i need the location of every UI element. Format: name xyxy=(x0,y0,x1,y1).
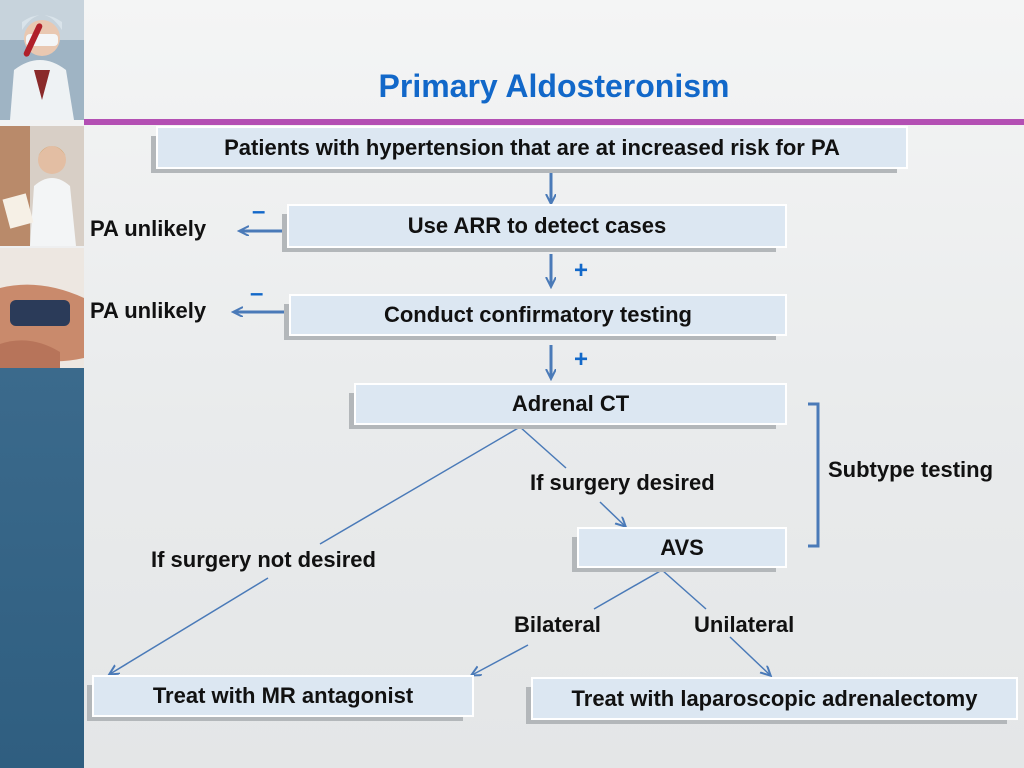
box-mr-antagonist-label: Treat with MR antagonist xyxy=(152,683,414,708)
box-use-arr: Use ARR to detect cases xyxy=(287,204,787,248)
box-use-arr-label: Use ARR to detect cases xyxy=(407,213,667,238)
box-adrenal-ct: Adrenal CT xyxy=(354,383,787,425)
blood-pressure-cuff-image xyxy=(0,248,84,368)
line-ct-to-surgery-desired xyxy=(519,426,567,469)
arrow-surgery-desired-to-avs xyxy=(599,501,625,526)
label-if-surgery-desired: If surgery desired xyxy=(530,470,715,495)
subtype-testing-bracket xyxy=(808,402,820,548)
label-pa-unlikely-2: PA unlikely xyxy=(90,298,207,323)
box-confirmatory-testing-label: Conduct confirmatory testing xyxy=(383,302,692,327)
sidebar-photo-strip xyxy=(0,0,84,768)
sign-plus-confirm: + xyxy=(574,346,589,373)
sign-minus-confirm: – xyxy=(250,280,264,307)
line-ct-to-not-desired xyxy=(319,426,521,545)
page-title: Primary Aldosteronism xyxy=(378,68,730,104)
title-divider xyxy=(84,119,1024,125)
box-confirmatory-testing: Conduct confirmatory testing xyxy=(289,294,787,336)
doctor-with-clipboard-image xyxy=(0,126,84,246)
label-bilateral: Bilateral xyxy=(514,612,601,637)
arrow-not-desired-to-mr xyxy=(110,577,269,674)
box-laparoscopic-adrenalectomy: Treat with laparoscopic adrenalectomy xyxy=(531,677,1018,720)
box-avs: AVS xyxy=(577,527,787,568)
line-avs-to-unilateral xyxy=(661,569,707,610)
label-pa-unlikely-1: PA unlikely xyxy=(90,216,207,241)
label-unilateral: Unilateral xyxy=(694,612,795,637)
arrow-bilateral-to-mr xyxy=(472,644,529,675)
label-if-surgery-not-desired: If surgery not desired xyxy=(151,547,376,572)
line-avs-to-bilateral xyxy=(593,569,663,610)
box-avs-label: AVS xyxy=(660,534,704,560)
box-patients-at-risk-label: Patients with hypertension that are at i… xyxy=(224,134,840,160)
arrow-unilateral-to-lap xyxy=(729,636,770,675)
box-mr-antagonist: Treat with MR antagonist xyxy=(92,675,474,717)
box-patients-at-risk: Patients with hypertension that are at i… xyxy=(156,126,908,169)
box-laparoscopic-adrenalectomy-label: Treat with laparoscopic adrenalectomy xyxy=(571,685,978,711)
label-subtype-testing: Subtype testing xyxy=(828,457,994,482)
doctor-photo-image xyxy=(0,0,84,120)
box-adrenal-ct-label: Adrenal CT xyxy=(511,391,630,416)
sign-minus-arr: – xyxy=(252,198,266,225)
sign-plus-arr: + xyxy=(574,257,589,284)
sidebar-blue-panel xyxy=(0,368,84,768)
